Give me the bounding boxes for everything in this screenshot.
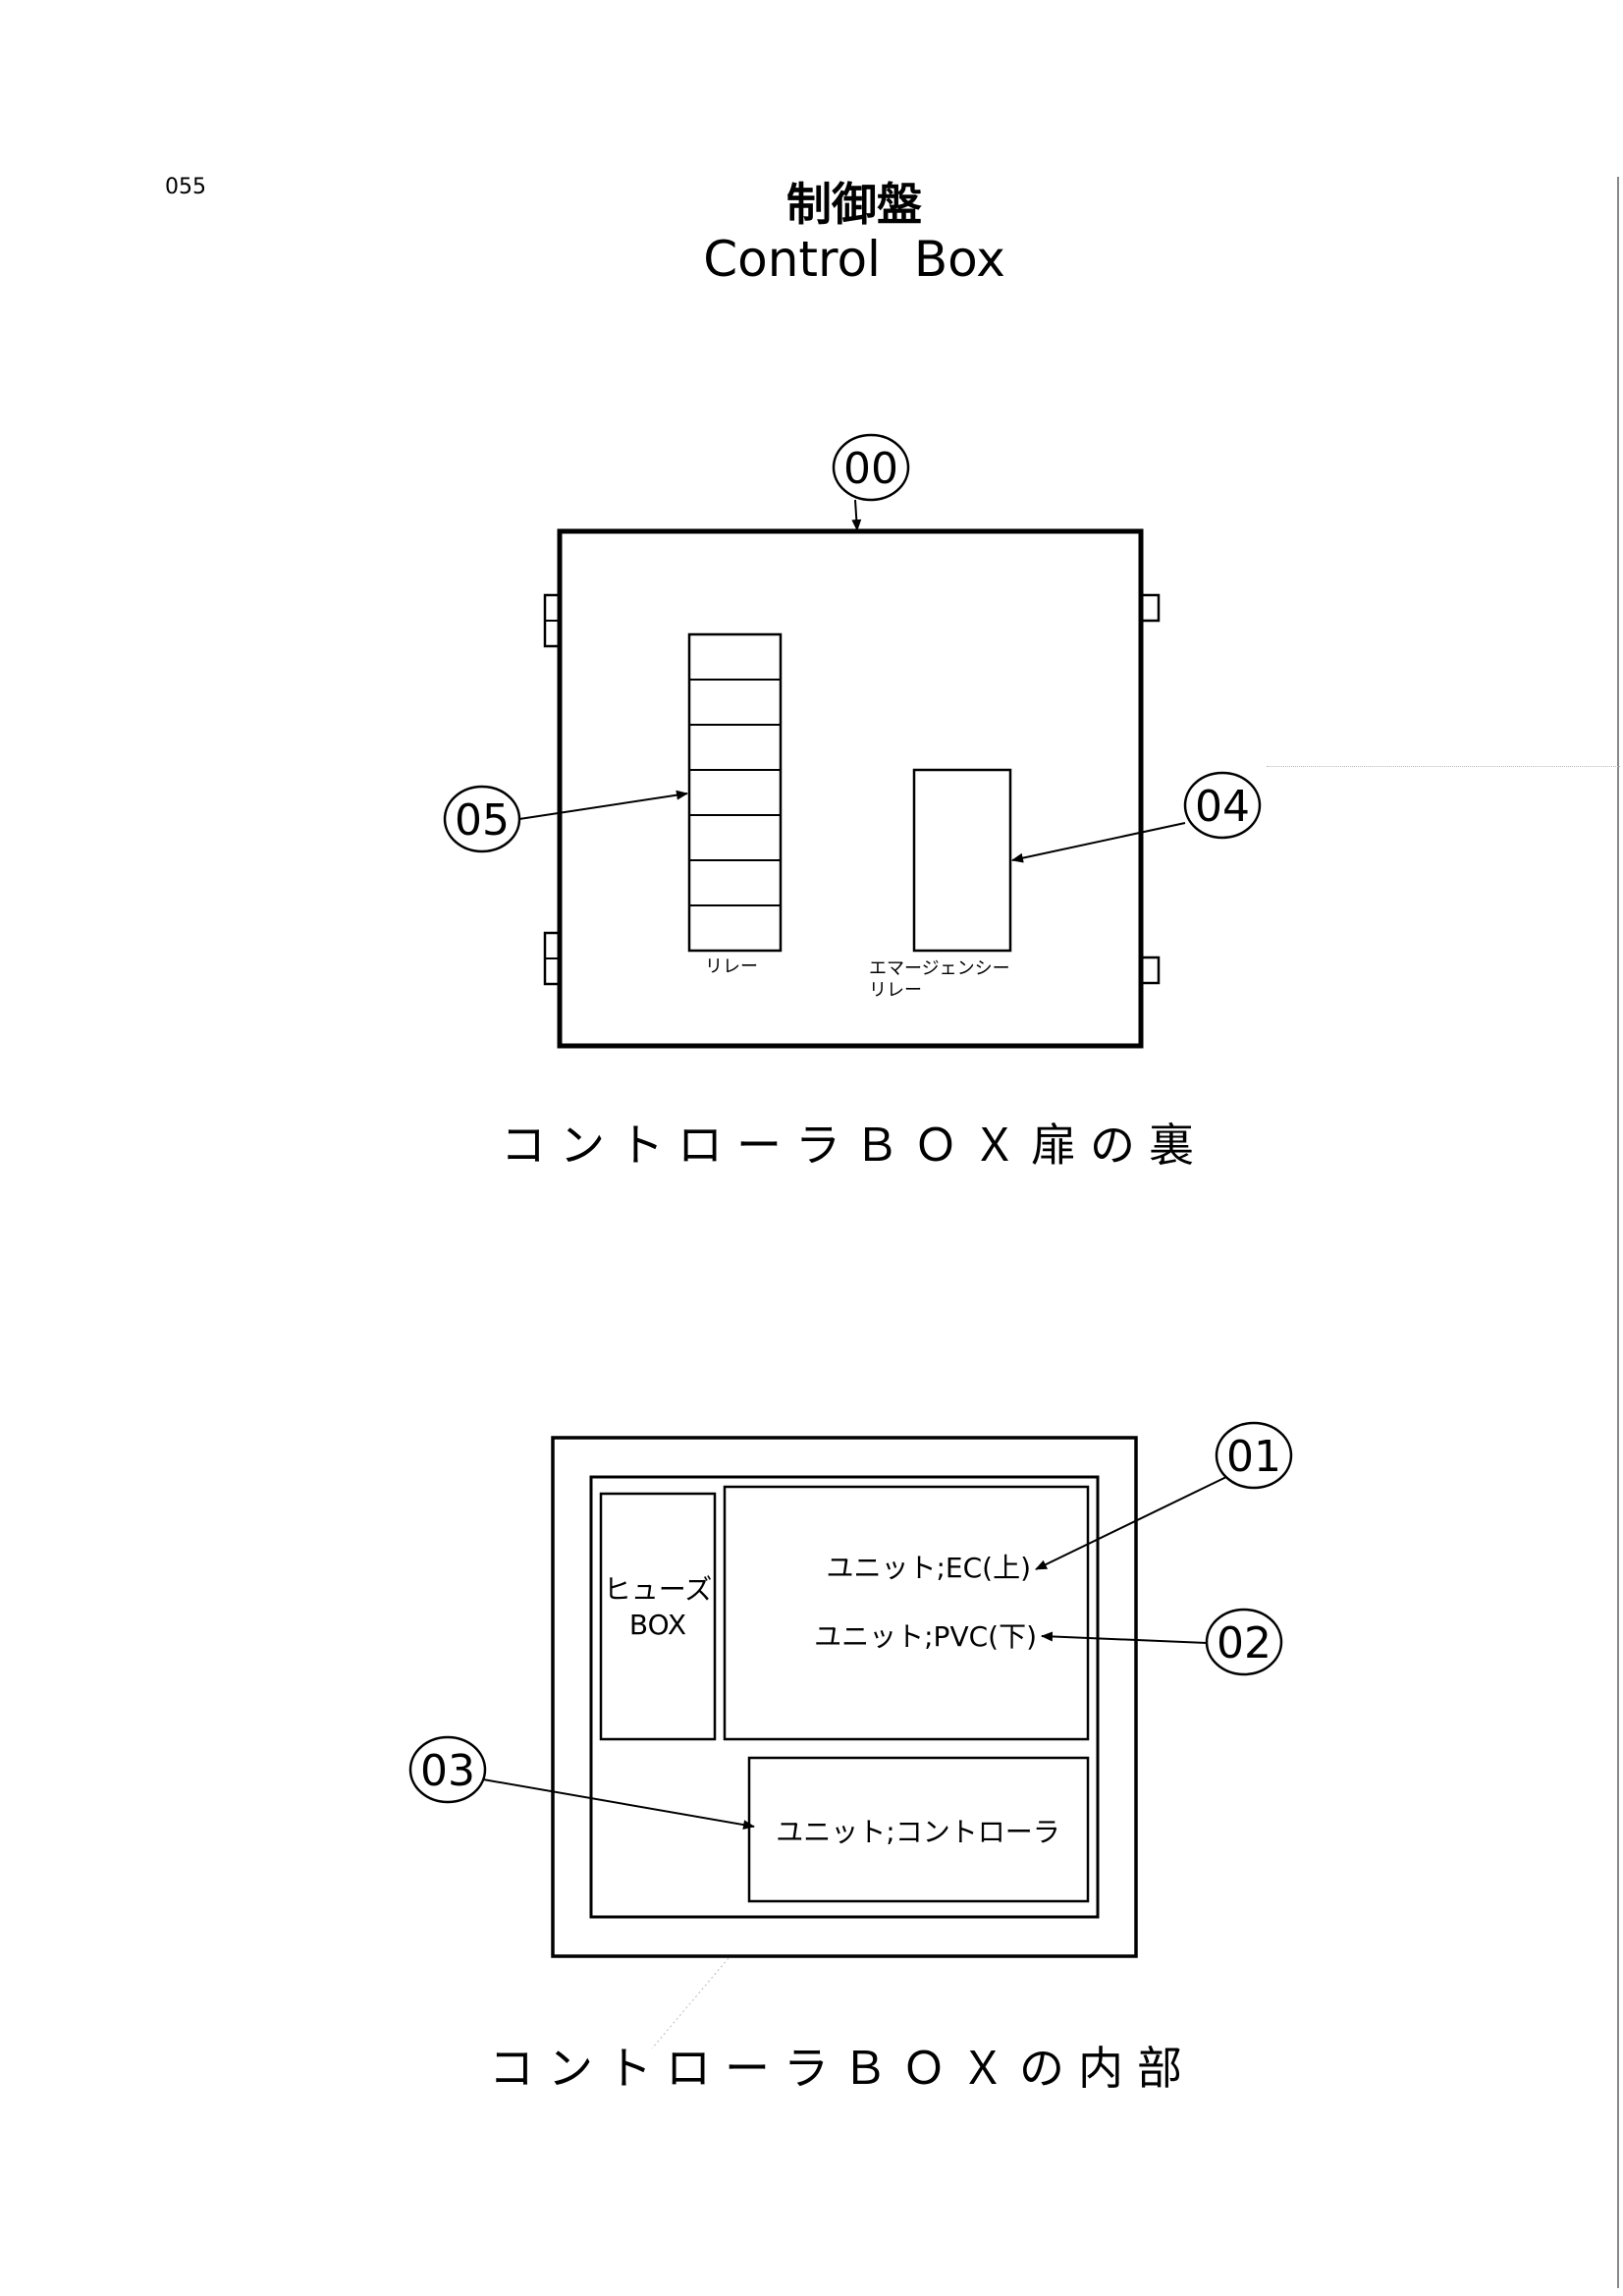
door-view: リレー エマージェンシー リレー 00 05 04 コントローラＢＯＸ扉の裏 (443, 433, 1262, 1172)
emergency-relay-label-2: リレー (869, 980, 922, 1001)
box-outer-outline (551, 1436, 1138, 1958)
fuse-box-label-1: ヒューズ (604, 1573, 713, 1606)
callout-02: 02 (1217, 1618, 1271, 1668)
scan-artifact-line (1267, 766, 1620, 767)
emergency-relay-label-1: エマージェンシー (869, 958, 1010, 979)
pvc-unit-label: ユニット;PVC(下) (814, 1620, 1037, 1653)
latch-right-top (1139, 593, 1161, 623)
controller-unit-label: ユニット;コントローラ (776, 1816, 1059, 1848)
callout-03: 03 (420, 1746, 475, 1796)
ec-unit-label: ユニット;EC(上) (826, 1552, 1031, 1584)
relay-label: リレー (705, 957, 758, 977)
fuse-box (599, 1492, 717, 1741)
callout-00-circle (832, 433, 910, 502)
page-title-jp: 制御盤 (786, 178, 922, 231)
fuse-box-label-2: BOX (629, 1609, 686, 1641)
callout-00: 00 (843, 444, 898, 494)
emergency-relay-box (912, 768, 1012, 953)
inside-view: ヒューズ BOX ユニット;EC(上) ユニット;PVC(下) ユニット;コント… (408, 1421, 1293, 2095)
latch-right-bottom (1139, 956, 1161, 985)
callout-01-circle (1215, 1421, 1293, 1490)
scan-edge-line (1617, 177, 1619, 2288)
page-number: 055 (165, 175, 206, 199)
door-outline (557, 528, 1144, 1049)
page-title-en: Control Box (703, 231, 1005, 288)
door-view-caption: コントローラＢＯＸ扉の裏 (501, 1119, 1208, 1172)
callout-03-circle (408, 1735, 487, 1804)
ec-pvc-unit-box (723, 1485, 1090, 1741)
inside-view-caption: コントローラＢＯＸの内部 (489, 2042, 1196, 2095)
callout-04-circle (1183, 771, 1262, 840)
relay-stack (687, 632, 783, 953)
box-inner-panel (589, 1475, 1100, 1919)
callout-01: 01 (1226, 1432, 1281, 1482)
callout-04: 04 (1195, 782, 1250, 832)
callout-05: 05 (455, 795, 510, 846)
